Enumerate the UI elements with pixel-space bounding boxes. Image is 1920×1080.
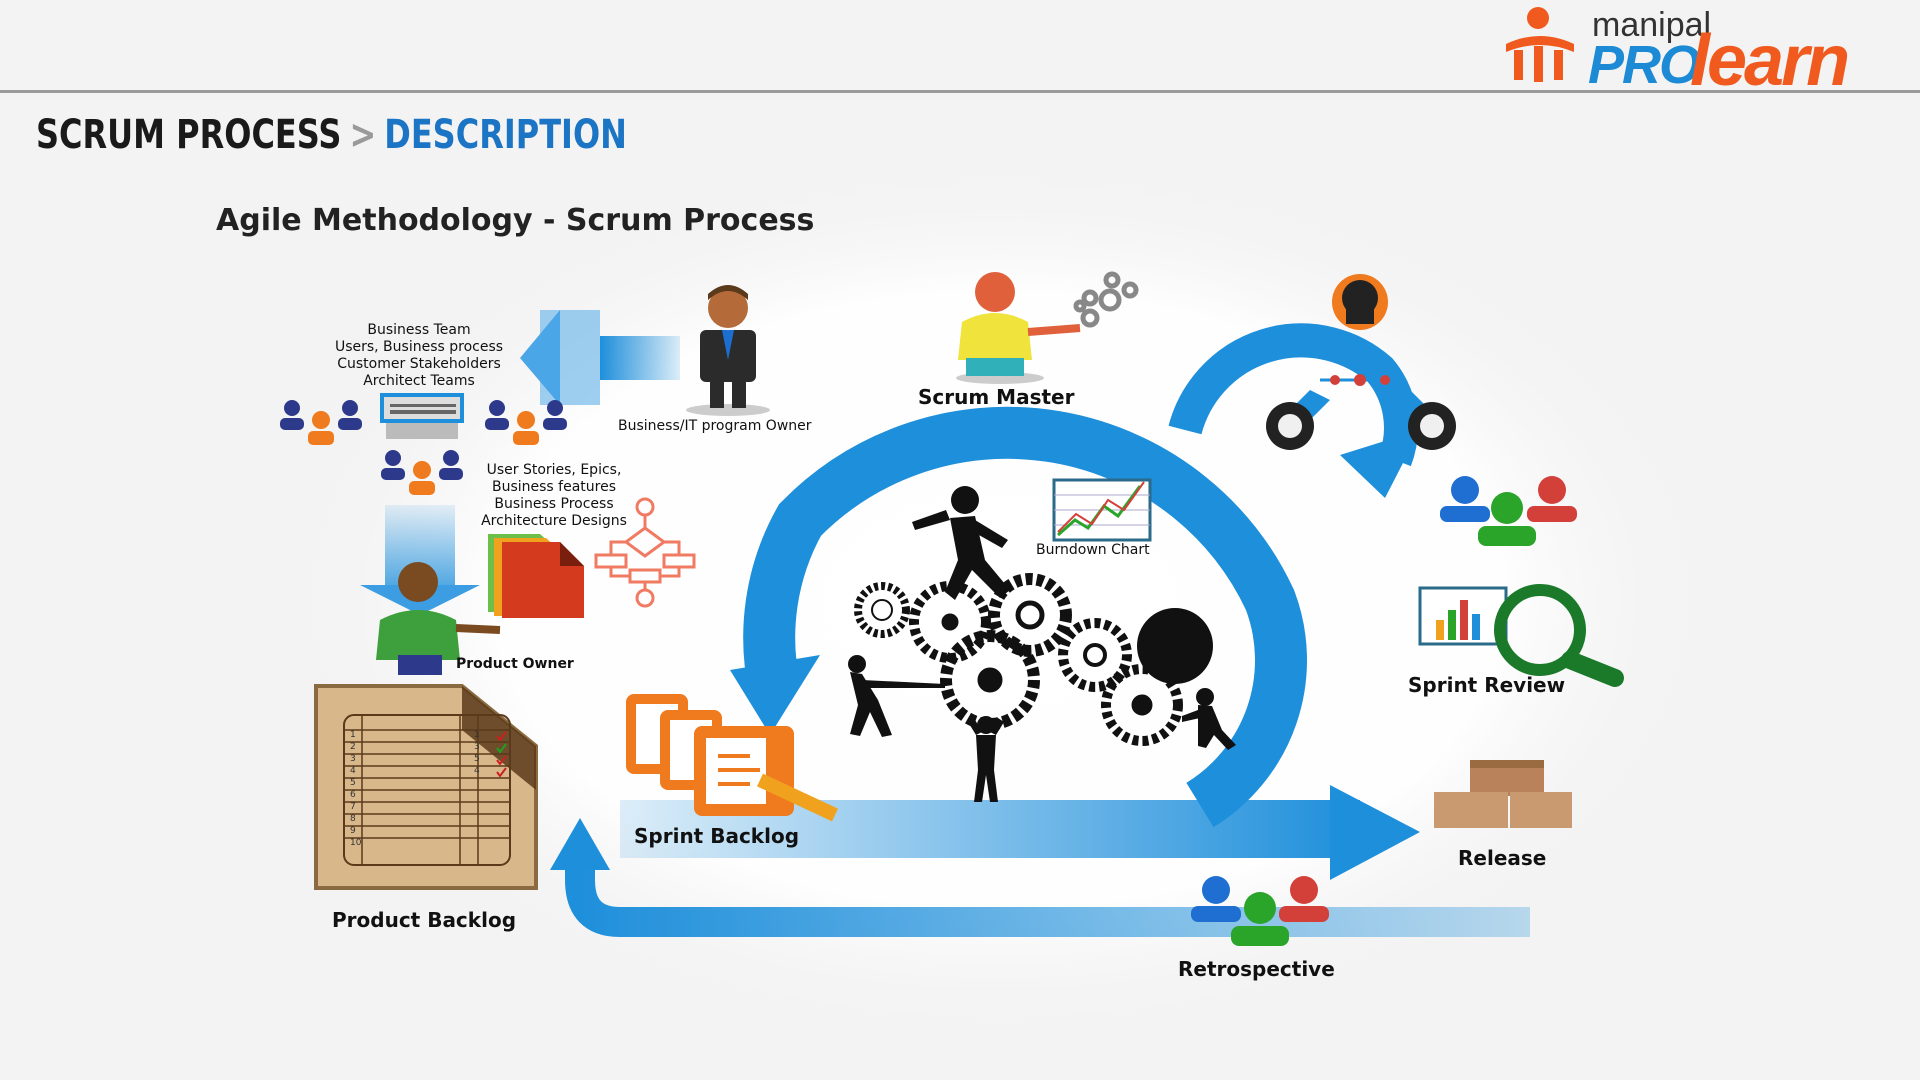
backlog-row-number: 4 <box>350 766 356 776</box>
backlog-row-number: 1 <box>350 730 356 740</box>
business-line: Users, Business process <box>334 339 504 355</box>
sprint-backlog-label: Sprint Backlog <box>634 824 800 848</box>
product-owner-icon <box>376 562 501 675</box>
backlog-row-number: 6 <box>350 790 356 800</box>
backlog-row-number: 7 <box>350 802 356 812</box>
backlog-row-number: 2 <box>350 742 356 752</box>
breadcrumb-separator: > <box>349 112 377 158</box>
user-stories-label: User Stories, Epics, Business features B… <box>474 462 634 530</box>
manipal-prolearn-logo: manipal PRO learn <box>1500 2 1900 101</box>
sprint-review-team-icon <box>1440 476 1577 546</box>
business-line: Business Team <box>367 322 471 338</box>
backlog-row-number: 5 <box>350 778 356 788</box>
program-owner-icon <box>686 285 770 416</box>
header-divider <box>0 90 1920 93</box>
logo-learn-text: learn <box>1690 21 1850 101</box>
documents-icon <box>488 534 584 618</box>
flowchart-icon <box>594 497 696 608</box>
logo-mark-icon <box>1506 7 1574 82</box>
backlog-row-number: 9 <box>350 826 356 836</box>
runner-icon <box>912 486 1010 600</box>
release-label: Release <box>1458 846 1547 870</box>
program-owner-label: Business/IT program Owner <box>618 418 812 434</box>
diagram-title: Agile Methodology - Scrum Process <box>216 203 815 238</box>
arrow-to-business-team <box>520 310 680 405</box>
business-line: Architect Teams <box>363 373 475 389</box>
sprint-review-icon <box>1418 584 1624 687</box>
breadcrumb: SCRUM PROCESS>DESCRIPTION <box>36 112 627 158</box>
burndown-chart-icon <box>1052 478 1152 542</box>
backlog-row-number: 10 <box>350 838 362 848</box>
retrospective-arrow <box>550 818 1530 937</box>
sprint-cycle-arrow <box>730 406 1307 828</box>
backlog-numbers: 1 2 3 4 5 6 7 8 9 10 <box>350 729 361 849</box>
business-line: Customer Stakeholders <box>337 356 501 372</box>
story-line: User Stories, Epics, <box>486 462 622 478</box>
backlog-numbers-right: 1 3 5 4 <box>474 729 480 777</box>
scrum-master-label: Scrum Master <box>918 385 1075 409</box>
daily-loop-arrow <box>1168 323 1420 498</box>
sprint-review-label: Sprint Review <box>1408 673 1566 697</box>
backlog-row-number: 3 <box>350 754 356 764</box>
business-team-icon <box>280 393 567 495</box>
backlog-row-number: 8 <box>350 814 356 824</box>
product-backlog-label: Product Backlog <box>332 908 517 932</box>
backlog-right-number: 5 <box>474 754 480 764</box>
burndown-chart-label: Burndown Chart <box>1036 542 1150 558</box>
retrospective-team-icon <box>1191 876 1329 946</box>
product-owner-label: Product Owner <box>456 656 574 672</box>
breadcrumb-section: SCRUM PROCESS <box>36 112 342 158</box>
backlog-right-number: 4 <box>474 766 480 776</box>
business-team-label: Business Team Users, Business process Cu… <box>314 322 524 390</box>
logo-pro-text: PRO <box>1588 35 1701 95</box>
breadcrumb-page: DESCRIPTION <box>384 112 627 158</box>
story-line: Business features <box>491 479 617 495</box>
sprint-backlog-icon <box>626 694 838 822</box>
scrum-master-icon <box>956 271 1139 384</box>
network-team-icon <box>1266 274 1456 450</box>
retrospective-label: Retrospective <box>1178 957 1335 981</box>
story-line: Business Process <box>494 496 614 512</box>
gears-icon <box>854 573 1213 746</box>
story-line: Architecture Designs <box>481 513 627 529</box>
backlog-right-number: 1 <box>474 730 480 740</box>
backlog-right-number: 3 <box>474 742 480 752</box>
workers-icon <box>848 655 1236 802</box>
logo-manipal-text: manipal <box>1592 6 1712 44</box>
release-boxes-icon <box>1434 760 1572 828</box>
product-backlog-icon <box>314 684 538 890</box>
